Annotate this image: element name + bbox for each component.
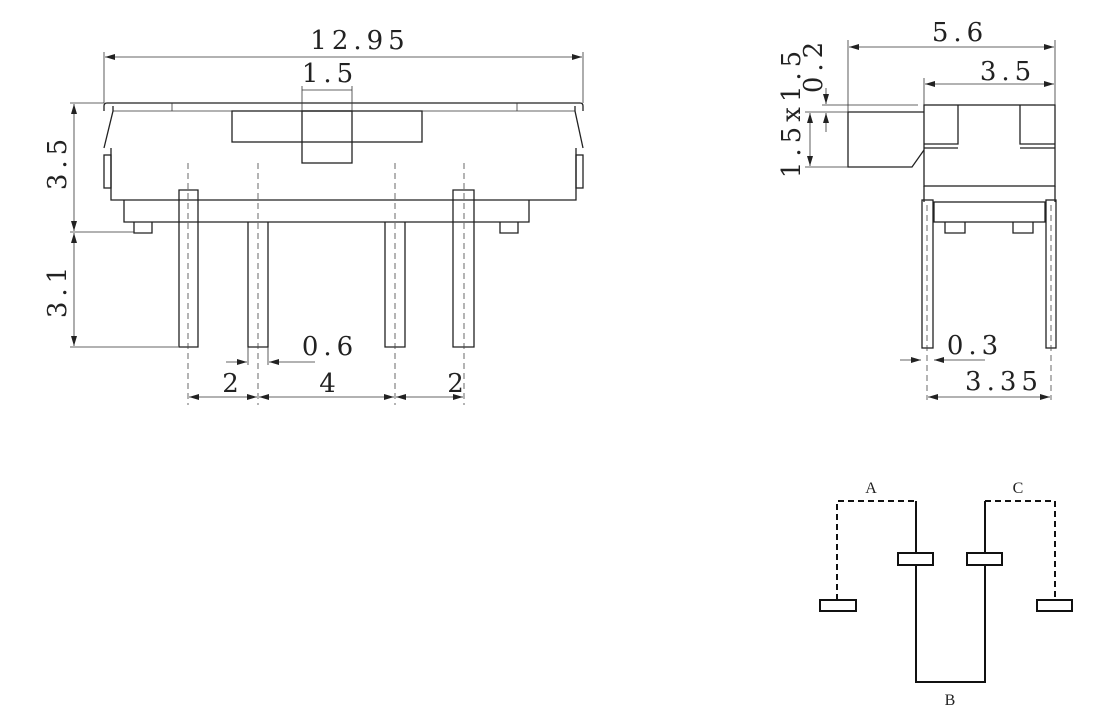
dim-actuator-offset: 0.2 <box>799 37 829 93</box>
dim-pitch-center: 4 <box>319 369 341 399</box>
dim-pin-width: 0.6 <box>302 332 358 362</box>
dim-actuator-width: 1.5 <box>302 59 358 89</box>
terminal-c-pad <box>1036 599 1073 612</box>
pins <box>178 163 475 405</box>
front-body-outline <box>103 102 584 234</box>
dim-pin-length: 3.1 <box>43 262 73 318</box>
dim-body-depth: 3.5 <box>980 57 1036 87</box>
dim-actuator-size: 1.5x1.5 <box>777 46 807 178</box>
switch-schematic: A C B <box>819 480 1073 709</box>
terminal-a-pad <box>819 599 857 612</box>
side-actuator <box>847 111 925 168</box>
side-view: 5.6 3.5 1.5x1.5 0.2 0.3 3.35 <box>777 18 1057 400</box>
label-terminal-a: A <box>865 480 877 497</box>
actuator <box>301 110 353 164</box>
dim-overall-depth: 5.6 <box>932 18 988 48</box>
dim-pin-thickness: 0.3 <box>947 331 1003 361</box>
dim-pin-span: 3.35 <box>965 367 1043 397</box>
dim-pitch-right: 2 <box>447 369 469 399</box>
label-terminal-b: B <box>945 692 956 709</box>
front-view: 12.95 1.5 3.5 3.1 0.6 2 4 2 <box>43 26 584 405</box>
dim-body-height: 3.5 <box>43 134 73 190</box>
contact-left <box>897 552 934 566</box>
dim-overall-width: 12.95 <box>310 26 409 56</box>
label-terminal-c: C <box>1013 480 1024 497</box>
contact-right <box>966 552 1003 566</box>
dim-pitch-left: 2 <box>222 369 244 399</box>
